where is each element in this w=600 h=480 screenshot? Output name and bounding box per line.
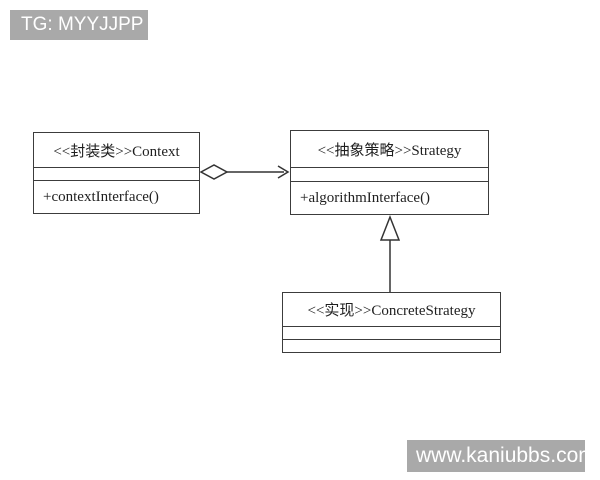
method-label: +algorithmInterface() <box>300 189 431 206</box>
attributes-compartment <box>283 327 500 341</box>
tg-watermark-badge: TG: MYYJJPP <box>10 10 148 40</box>
aggregation-diamond-icon <box>199 164 229 180</box>
generalization-connector <box>379 214 401 292</box>
aggregation-connector <box>199 164 290 180</box>
class-title: <<实现>>ConcreteStrategy <box>283 293 500 328</box>
open-arrowhead-icon <box>277 165 290 179</box>
method-label: +contextInterface() <box>43 188 159 205</box>
site-watermark-badge: www.kaniubbs.com <box>407 440 596 472</box>
attributes-compartment <box>291 168 488 182</box>
class-title: <<抽象策略>>Strategy <box>291 131 488 168</box>
class-box-concrete-strategy: <<实现>>ConcreteStrategy <box>282 292 501 353</box>
attributes-compartment <box>34 168 199 181</box>
hollow-triangle-icon <box>379 214 401 241</box>
methods-compartment <box>283 340 500 352</box>
class-box-context: <<封装类>>Context +contextInterface() <box>33 132 200 214</box>
class-title: <<封装类>>Context <box>34 133 199 168</box>
class-box-strategy: <<抽象策略>>Strategy +algorithmInterface() <box>290 130 489 215</box>
